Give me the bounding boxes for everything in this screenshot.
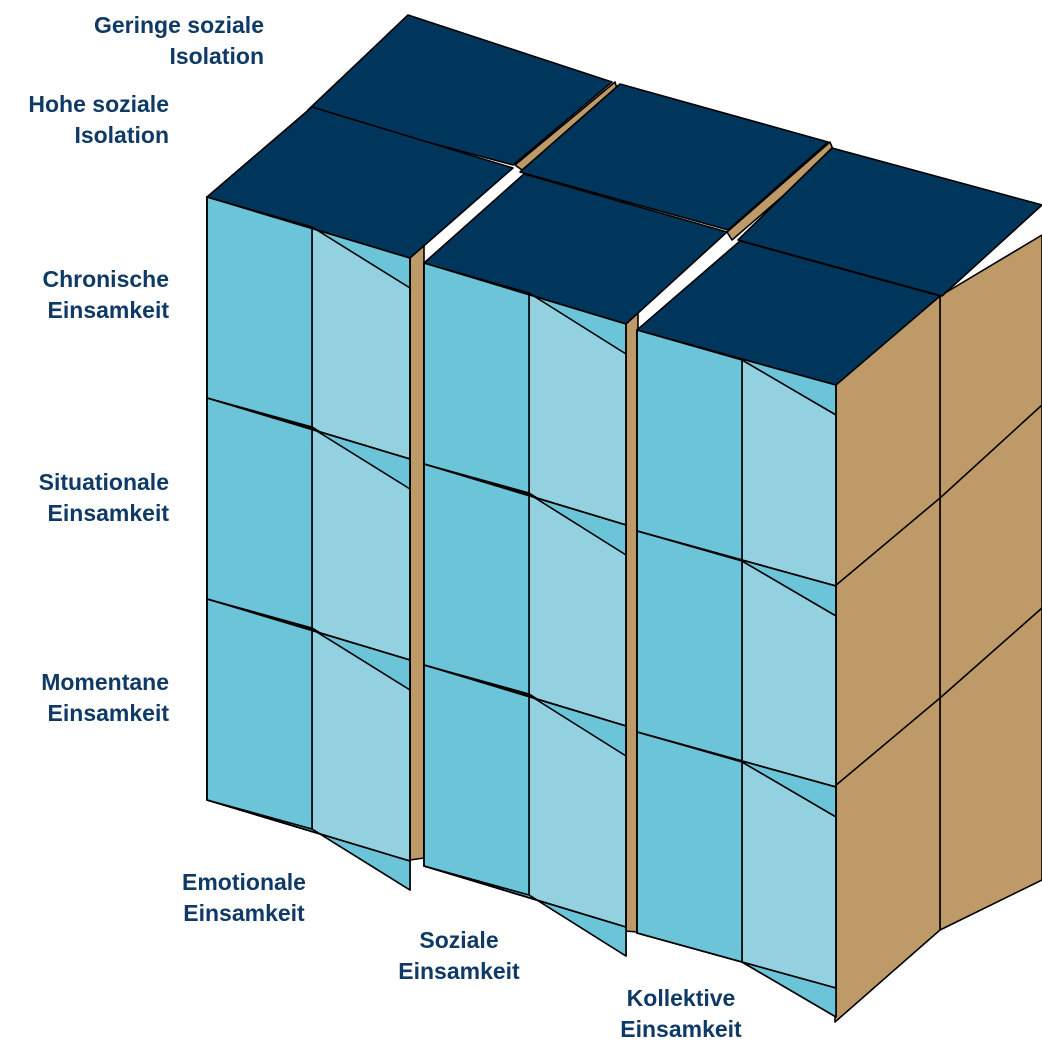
column-gap-1	[409, 185, 425, 861]
cell-left-wall	[636, 329, 743, 561]
cell-left-wall	[423, 262, 530, 494]
label-line: Momentane	[41, 669, 169, 695]
label-line: Kollektive	[626, 985, 736, 1011]
cell-frame	[423, 663, 627, 929]
label-line: Soziale	[419, 927, 499, 953]
label-momentane-einsamkeit: Momentane Einsamkeit	[0, 667, 169, 729]
cell-frame	[206, 597, 411, 863]
cell-left-wall	[206, 196, 313, 428]
label-soziale-einsamkeit: Soziale Einsamkeit	[339, 925, 579, 987]
cell-left-wall	[423, 664, 530, 896]
label-line: Einsamkeit	[398, 958, 520, 984]
side-row-edge	[834, 697, 941, 787]
label-hohe-soziale-isolation: Hohe soziale Isolation	[0, 89, 169, 151]
label-emotionale-einsamkeit: Emotionale Einsamkeit	[124, 867, 364, 929]
side-face-front	[834, 295, 941, 1023]
label-line: Einsamkeit	[47, 700, 169, 726]
side-row-edge	[834, 497, 941, 587]
cell-left-wall	[636, 530, 743, 762]
label-line: Isolation	[169, 43, 264, 69]
label-line: Emotionale	[182, 869, 306, 895]
side-face-back	[939, 234, 1042, 931]
cell-left-wall	[423, 463, 530, 695]
label-line: Einsamkeit	[47, 500, 169, 526]
label-line: Isolation	[74, 122, 169, 148]
cell-left-wall	[206, 598, 313, 830]
label-line: Geringe soziale	[93, 12, 264, 38]
label-kollektive-einsamkeit: Kollektive Einsamkeit	[561, 983, 801, 1045]
top-back-2	[519, 83, 829, 231]
label-line: Hohe soziale	[28, 91, 169, 117]
label-geringe-soziale-isolation: Geringe soziale Isolation	[24, 10, 264, 72]
side-row-edge	[939, 607, 1042, 699]
label-line: Einsamkeit	[620, 1016, 742, 1042]
label-line: Chronische	[42, 266, 169, 292]
label-line: Einsamkeit	[47, 297, 169, 323]
cell-frame	[636, 730, 837, 990]
side-row-edge	[939, 404, 1042, 499]
label-line: Situationale	[38, 469, 169, 495]
label-chronische-einsamkeit: Chronische Einsamkeit	[0, 264, 169, 326]
label-situationale-einsamkeit: Situationale Einsamkeit	[0, 467, 169, 529]
label-line: Einsamkeit	[183, 900, 305, 926]
cell-left-wall	[206, 397, 313, 629]
cell-left-wall	[636, 731, 743, 963]
